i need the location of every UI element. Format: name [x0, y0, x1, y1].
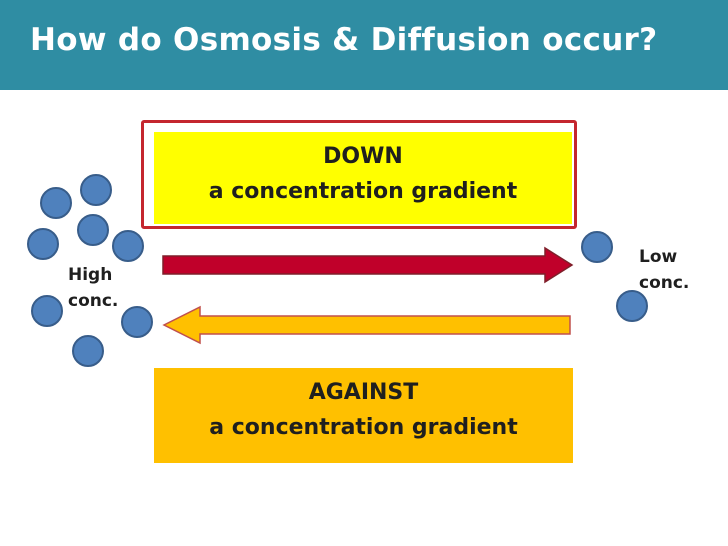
- low-concentration-label: Low conc.: [639, 244, 689, 296]
- against-gradient-arrow: [162, 305, 571, 345]
- slide-title: How do Osmosis & Diffusion occur?: [30, 22, 658, 58]
- particle: [581, 231, 613, 263]
- against-box: AGAINST a concentration gradient: [154, 368, 573, 463]
- particle: [72, 335, 104, 367]
- particle: [121, 306, 153, 338]
- down-subtext: a concentration gradient: [208, 179, 518, 204]
- particle: [616, 290, 648, 322]
- particle: [40, 187, 72, 219]
- particle: [112, 230, 144, 262]
- down-heading: DOWN: [323, 144, 403, 169]
- particle: [77, 214, 109, 246]
- against-heading: AGAINST: [308, 380, 419, 405]
- high-label-line2: conc.: [68, 291, 119, 311]
- particle: [80, 174, 112, 206]
- down-gradient-arrow: [162, 246, 574, 284]
- particle: [31, 295, 63, 327]
- high-label-line1: High: [68, 265, 113, 285]
- against-subtext: a concentration gradient: [209, 415, 518, 440]
- title-bar: How do Osmosis & Diffusion occur?: [0, 0, 728, 90]
- high-concentration-label: High conc.: [68, 262, 118, 314]
- particle: [27, 228, 59, 260]
- low-label-line2: conc.: [639, 273, 690, 293]
- low-label-line1: Low: [639, 247, 678, 267]
- down-box: DOWN a concentration gradient: [154, 132, 572, 224]
